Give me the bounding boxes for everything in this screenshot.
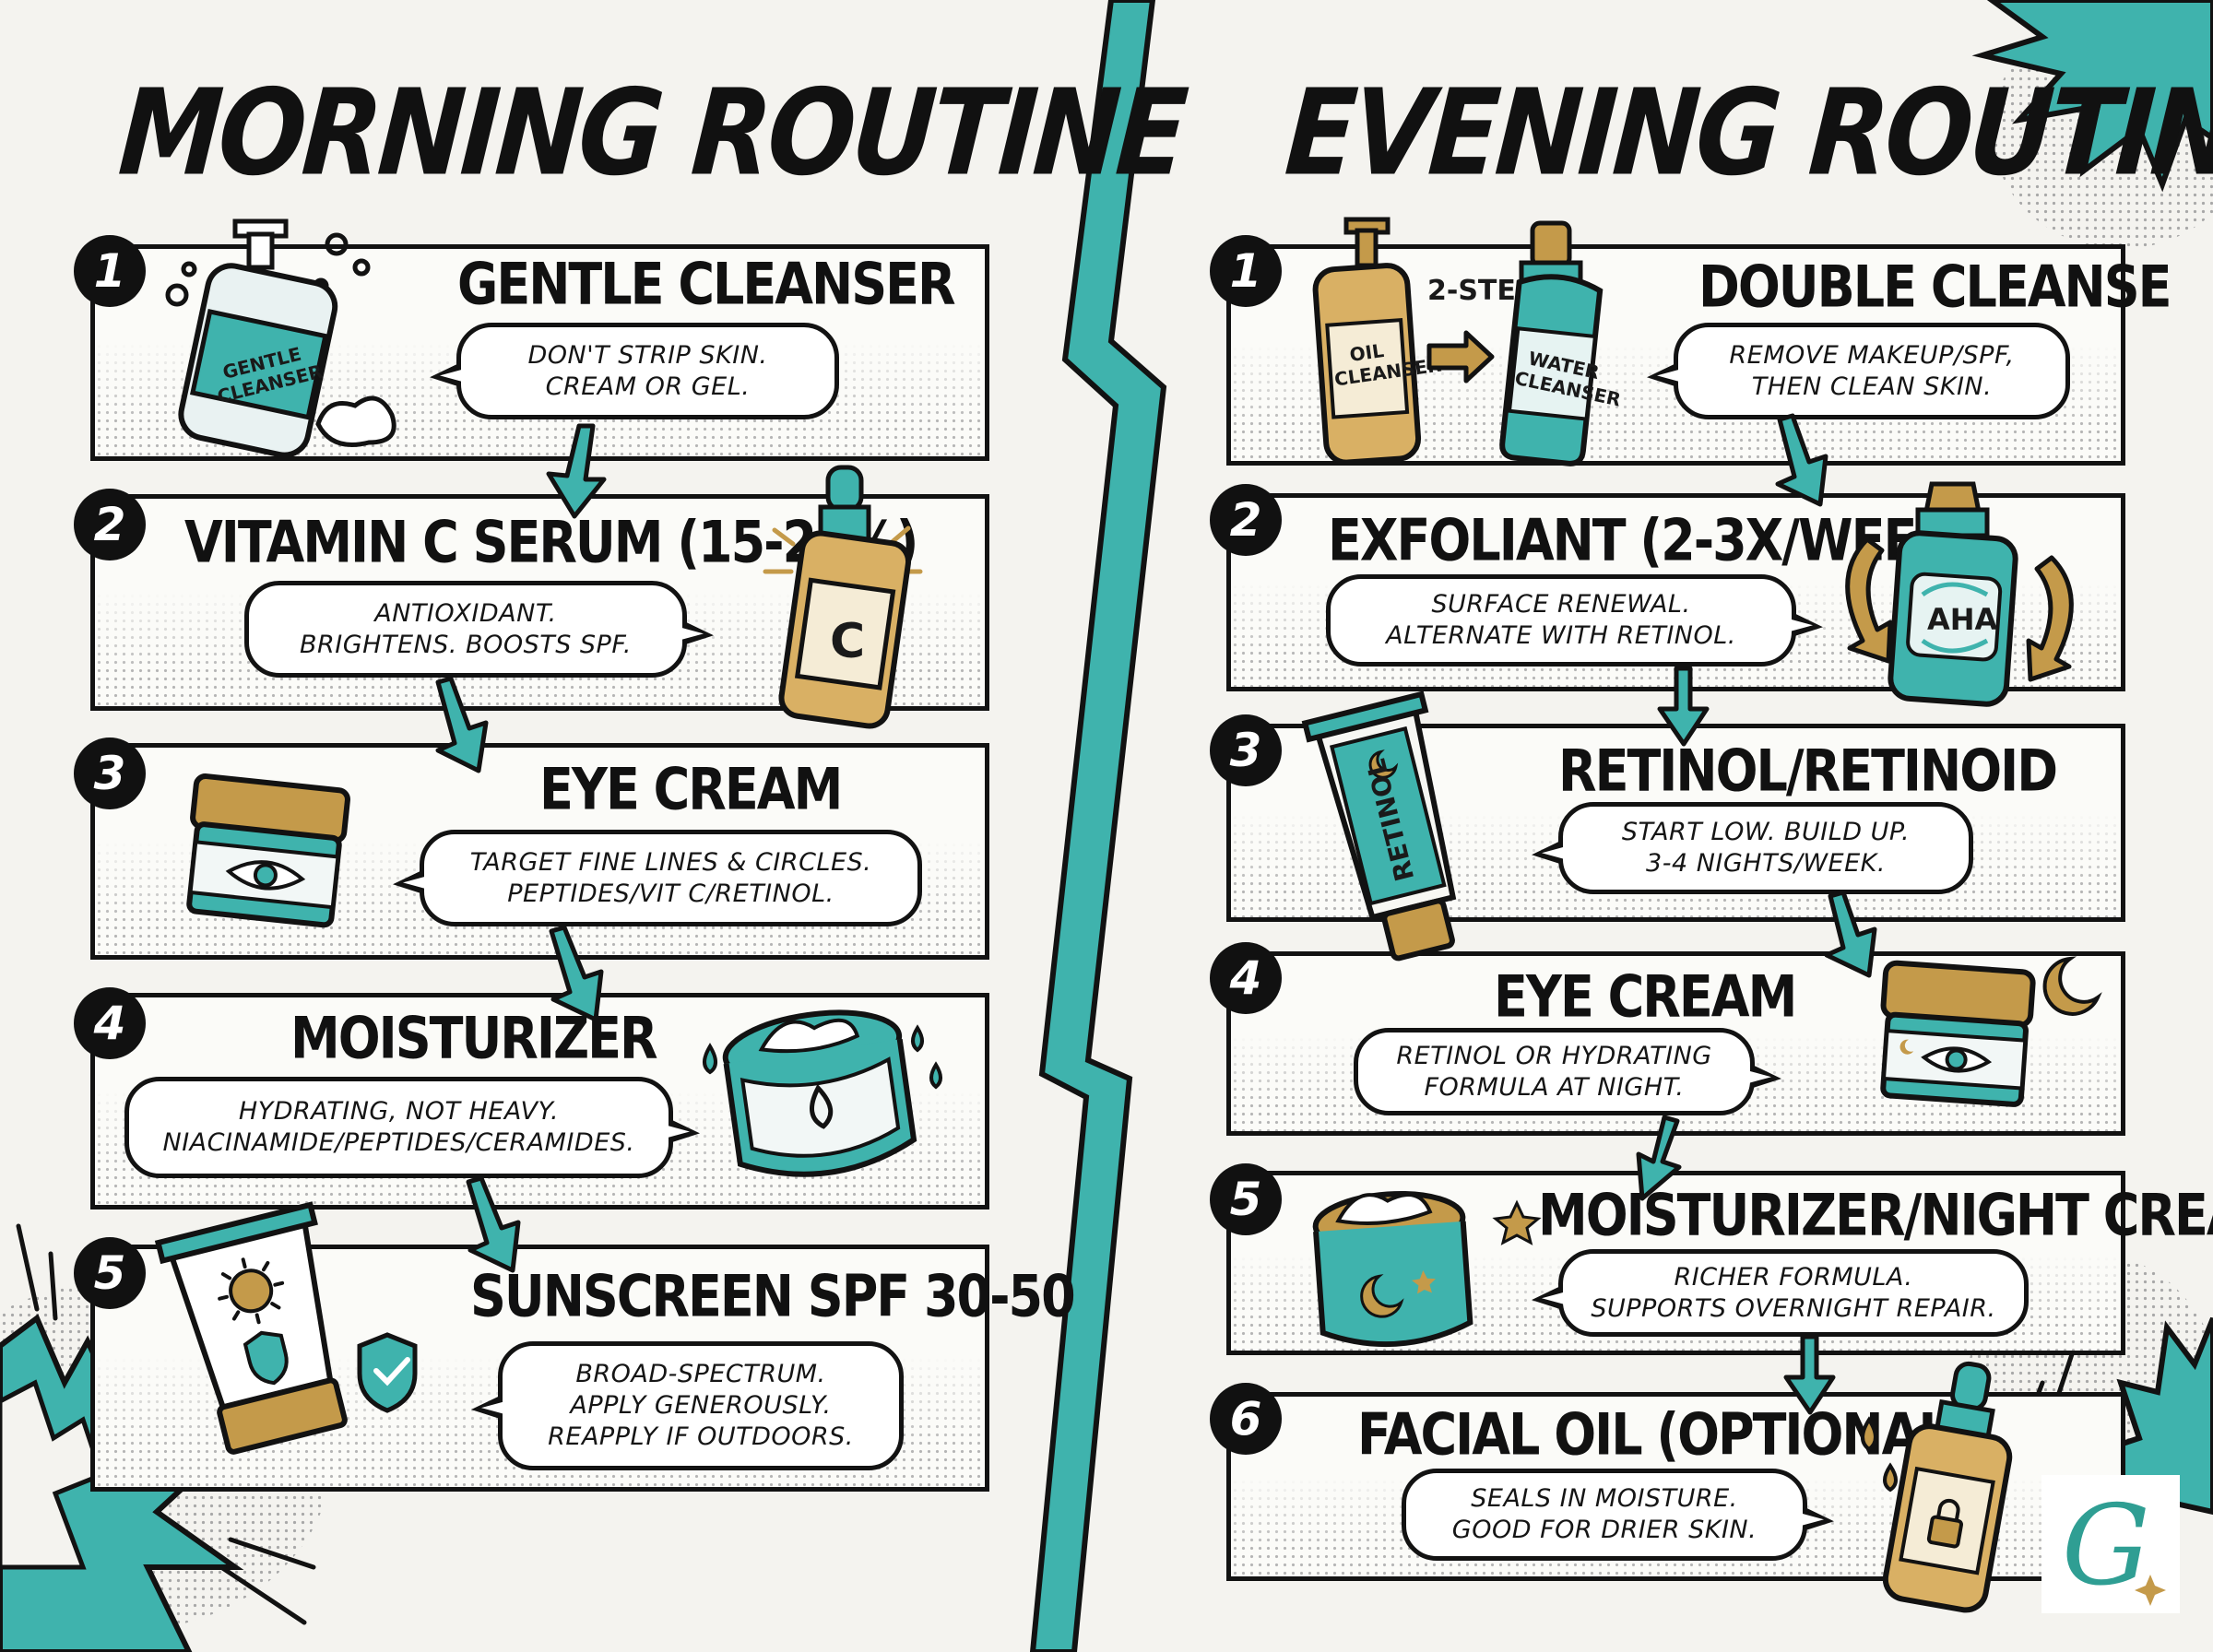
morning-arrow-4: [466, 1175, 521, 1273]
morning-step-1-title: GENTLE CLEANSER: [457, 251, 956, 318]
brand-logo-badge: G: [2041, 1475, 2180, 1613]
evening-arrow-1: [1775, 413, 1828, 507]
morning-step-5-number: 5: [74, 1237, 146, 1309]
morning-arrow-3: [549, 925, 604, 1022]
morning-step-3-title: EYE CREAM: [539, 756, 843, 823]
morning-arrow-2: [435, 676, 489, 773]
sparkle-icon: [2135, 1575, 2166, 1606]
brand-logo-letter: G: [2062, 1482, 2150, 1611]
evening-routine-column: EVENING ROUTINE 1 DOUBLE CLEANSE REMOVE …: [1153, 0, 2213, 1652]
morning-step-5-title: SUNSCREEN SPF 30-50: [470, 1263, 1076, 1330]
morning-routine-column: MORNING ROUTINE 1 GENTLE CLEANSER DON'T …: [0, 0, 1189, 1652]
evening-step-3-title: RETINOL/RETINOID: [1558, 738, 2058, 805]
morning-flow-arrows: [435, 423, 607, 1273]
evening-step-6-number: 6: [1210, 1383, 1282, 1455]
evening-step-6-bubble: SEALS IN MOISTURE. GOOD FOR DRIER SKIN.: [1402, 1469, 1807, 1561]
morning-step-2-number: 2: [74, 489, 146, 560]
morning-step-1-number: 1: [74, 235, 146, 307]
morning-step-3-number: 3: [74, 738, 146, 809]
evening-arrow-3: [1824, 890, 1877, 978]
evening-step-2-number: 2: [1210, 484, 1282, 556]
evening-step-1-number: 1: [1210, 235, 1282, 307]
burst-top-right: [1971, 0, 2213, 193]
evening-step-3-number: 3: [1210, 714, 1282, 786]
evening-arrow-5: [1783, 1334, 1836, 1415]
brand-logo: G: [2062, 1482, 2166, 1611]
evening-arrow-4: [1636, 1115, 1682, 1201]
morning-step-4-number: 4: [74, 987, 146, 1059]
evening-step-4-title: EYE CREAM: [1494, 963, 1797, 1031]
morning-step-5-bubble: BROAD-SPECTRUM. APPLY GENEROUSLY. REAPPL…: [498, 1341, 904, 1470]
evening-flow-arrows: [1636, 413, 1877, 1415]
speed-lines: [16, 1223, 316, 1625]
lightning-divider: [1029, 0, 1167, 1652]
evening-step-5-number: 5: [1210, 1163, 1282, 1235]
evening-step-4-number: 4: [1210, 942, 1282, 1014]
morning-step-2-title: VITAMIN C SERUM (15-20%): [184, 509, 918, 576]
evening-arrow-2: [1657, 666, 1710, 747]
morning-arrow-1: [546, 423, 607, 519]
evening-step-1-title: DOUBLE CLEANSE: [1698, 254, 2172, 321]
